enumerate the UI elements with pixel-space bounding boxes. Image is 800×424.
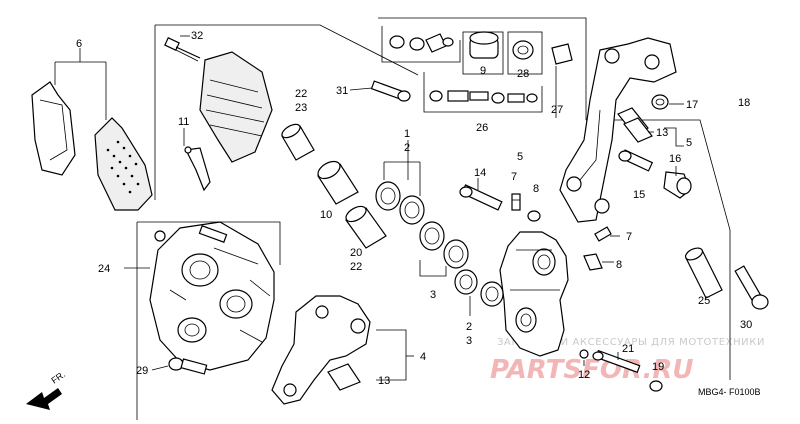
callout-28: 28 [517, 68, 529, 80]
pad-spring [199, 51, 273, 163]
callout-27: 27 [551, 104, 563, 116]
pad-pin-clip [184, 146, 211, 192]
callout-13-lower: 13 [378, 375, 390, 387]
front-direction-arrow [26, 388, 62, 410]
callout-5-right: 5 [686, 137, 692, 149]
callout-1: 1 [404, 128, 410, 140]
piston-20 [345, 205, 387, 249]
caliper-bolt-32 [164, 37, 201, 62]
callout-20: 20 [350, 247, 362, 259]
watermark-tagline: ЗАПЧАСТИ И АКСЕССУАРЫ ДЛЯ МОТОТЕХНИКИ [497, 337, 765, 348]
diagram-code: MBG4- F0100B [698, 387, 761, 397]
direction-label: FR. [49, 369, 67, 386]
callout-8-upper: 8 [533, 183, 539, 195]
clip-12 [579, 349, 589, 359]
callout-7-upper: 7 [511, 171, 517, 183]
frame-seal-28 [507, 31, 543, 75]
clip-19 [649, 380, 663, 392]
callout-2-upper: 2 [404, 142, 410, 154]
callout-17: 17 [686, 99, 698, 111]
piston-9 [469, 31, 499, 59]
piston-10 [317, 160, 359, 205]
callout-7-lower: 7 [626, 231, 632, 243]
boot-17 [651, 94, 669, 110]
frame-upper-right [378, 17, 587, 120]
callout-5-center: 5 [517, 151, 523, 163]
callout-11: 11 [178, 116, 189, 128]
callout-23: 23 [295, 102, 307, 114]
slide-pin-14 [459, 184, 503, 211]
slide-pin-15 [618, 149, 654, 172]
callout-9: 9 [480, 65, 486, 77]
callout-25: 25 [698, 295, 710, 307]
piston-assembly-26 [429, 90, 538, 104]
callout-31: 31 [336, 85, 348, 97]
rear-caliper-body [499, 231, 569, 357]
callout-24: 24 [98, 263, 110, 275]
callout-14: 14 [474, 167, 486, 179]
frame-lower-left [137, 221, 281, 265]
callout-15: 15 [633, 189, 645, 201]
callout-2-lower: 2 [466, 321, 472, 333]
caliper-bracket-4 [271, 295, 371, 405]
frame-right [586, 119, 731, 380]
cap-8a [527, 210, 541, 222]
piston-seal-set-1 [375, 181, 469, 269]
callout-8-lower: 8 [616, 259, 622, 271]
seal-cap [551, 43, 573, 65]
callout-3-lower: 3 [466, 335, 472, 347]
bleeder-7a [511, 193, 521, 211]
callout-12: 12 [578, 369, 590, 381]
brake-pad-rear [94, 117, 153, 211]
callout-26: 26 [476, 122, 488, 134]
callout-29: 29 [136, 365, 148, 377]
frame-piston-9 [462, 31, 504, 75]
callout-22-lower: 22 [350, 261, 362, 273]
callout-19: 19 [652, 361, 664, 373]
callout-32: 32 [191, 30, 203, 42]
caliper-bolt-30 [734, 265, 769, 310]
pad-retainer-13 [617, 107, 653, 143]
frame-upper-center [155, 24, 419, 76]
callout-30: 30 [740, 319, 752, 331]
bleeder-7b [594, 226, 612, 242]
watermark-logo: PARTSFOR.RU [490, 355, 693, 385]
caliper-bracket-18 [559, 37, 677, 223]
cap-8b [583, 253, 603, 271]
pad-retainer-13b [327, 363, 361, 391]
callout-21: 21 [622, 343, 634, 355]
collar-23 [281, 123, 315, 161]
brake-pad-set [31, 81, 153, 211]
callout-6: 6 [76, 38, 82, 50]
callout-4: 4 [420, 351, 426, 363]
brake-pad-front [31, 81, 76, 176]
callout-10: 10 [320, 209, 332, 221]
caliper-bolt-29 [168, 357, 208, 375]
collar-25 [684, 247, 723, 299]
seal-kit-upper [389, 33, 454, 53]
callout-18: 18 [738, 97, 750, 109]
boot-16 [663, 171, 692, 199]
pad-pin-21 [592, 349, 641, 374]
callout-3-upper: 3 [430, 289, 436, 301]
front-caliper-body-24 [149, 221, 275, 371]
callout-22: 22 [295, 88, 307, 100]
callout-16: 16 [669, 153, 681, 165]
callout-13-upper: 13 [656, 127, 668, 139]
bleed-screw-31 [370, 80, 411, 102]
seal-set-2-3 [454, 269, 504, 307]
seal-28 [512, 40, 534, 60]
